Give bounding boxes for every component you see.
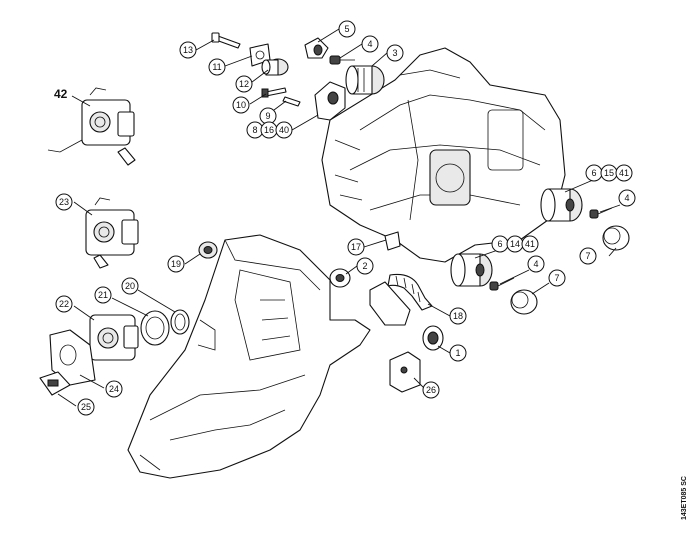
- svg-text:15: 15: [604, 168, 614, 178]
- svg-text:20: 20: [125, 281, 135, 291]
- callout-4-right: 4: [618, 189, 636, 207]
- svg-text:7: 7: [585, 251, 590, 261]
- callout-7-lower: 7: [548, 269, 566, 287]
- callout-22: 22: [55, 295, 73, 313]
- part-2-ring: [329, 268, 351, 288]
- svg-text:41: 41: [525, 239, 535, 249]
- svg-text:14: 14: [510, 239, 520, 249]
- callout-3: 3: [386, 44, 404, 62]
- svg-text:4: 4: [367, 39, 372, 49]
- svg-text:7: 7: [554, 273, 559, 283]
- callout-5: 5: [338, 20, 356, 38]
- part-4-screw-lower: [489, 277, 515, 291]
- part-7-cap-lower: [510, 289, 538, 315]
- svg-text:13: 13: [183, 45, 193, 55]
- crankcase: [321, 47, 566, 263]
- handle-housing: [127, 234, 371, 479]
- svg-text:5: 5: [344, 24, 349, 34]
- svg-text:11: 11: [212, 62, 221, 72]
- part-4-screw-right: [589, 207, 613, 219]
- part-24-gasket: [49, 329, 96, 386]
- callout-2: 2: [356, 257, 374, 275]
- part-10-screw: [261, 87, 287, 98]
- callout-19: 19: [167, 255, 185, 273]
- svg-text:26: 26: [426, 385, 436, 395]
- part-1-ring: [422, 325, 444, 351]
- callout-13: 13: [179, 41, 197, 59]
- svg-text:41: 41: [619, 168, 629, 178]
- callout-21: 21: [94, 286, 112, 304]
- leader-lines: [57, 28, 621, 407]
- callout-14: 14: [506, 235, 524, 253]
- part-6-buffer-lower: [450, 253, 493, 287]
- part-20-ring: [170, 309, 190, 335]
- callout-25: 25: [77, 398, 95, 416]
- part-26-block: [389, 351, 421, 393]
- svg-text:23: 23: [59, 197, 69, 207]
- svg-text:6: 6: [591, 168, 596, 178]
- part-8-bearing: [314, 81, 346, 121]
- part-22-carburetor: [89, 314, 139, 361]
- svg-text:17: 17: [351, 242, 361, 252]
- part-17-plug: [384, 231, 401, 251]
- part-25-block: [39, 371, 71, 396]
- svg-text:9: 9: [265, 111, 270, 121]
- part-21-gasket: [140, 310, 170, 346]
- part-4-screw-top: [329, 55, 355, 65]
- svg-text:3: 3: [392, 48, 397, 58]
- svg-text:22: 22: [59, 299, 69, 309]
- callout-6-upper: 6: [585, 164, 603, 182]
- part-5-bush: [304, 37, 329, 59]
- svg-text:18: 18: [453, 311, 463, 321]
- part-23-carburetor: [85, 197, 139, 269]
- part-7-cap-upper: [602, 225, 630, 251]
- part-3-buffer: [345, 65, 385, 95]
- callout-17: 17: [347, 238, 365, 256]
- callout-23: 23: [55, 193, 73, 211]
- svg-text:40: 40: [279, 125, 289, 135]
- callout-4-lower: 4: [527, 255, 545, 273]
- part-12-sleeve: [261, 58, 289, 76]
- callout-1: 1: [449, 344, 467, 362]
- callout-6-lower: 6: [491, 235, 509, 253]
- callout-26: 26: [422, 381, 440, 399]
- callout-11: 11: [208, 58, 226, 76]
- callout-40: 40: [275, 121, 293, 139]
- svg-text:4: 4: [533, 259, 538, 269]
- svg-text:6: 6: [497, 239, 502, 249]
- part-9-pin: [282, 96, 301, 107]
- part-13-screw: [211, 32, 241, 49]
- callout-4-top: 4: [361, 35, 379, 53]
- svg-text:25: 25: [81, 402, 91, 412]
- callout-10: 10: [232, 96, 250, 114]
- svg-text:24: 24: [109, 384, 119, 394]
- part-6-buffer-upper: [540, 188, 583, 222]
- callout-18: 18: [449, 307, 467, 325]
- callout-24: 24: [105, 380, 123, 398]
- callout-20: 20: [121, 277, 139, 295]
- svg-text:19: 19: [171, 259, 181, 269]
- callout-41-upper: 41: [615, 164, 633, 182]
- label-42: 42: [54, 87, 68, 101]
- svg-text:16: 16: [264, 125, 274, 135]
- svg-text:8: 8: [252, 125, 257, 135]
- callout-7-upper: 7: [579, 247, 597, 265]
- callout-15: 15: [600, 164, 618, 182]
- svg-text:21: 21: [98, 290, 108, 300]
- part-18-hose: [369, 273, 433, 326]
- callout-41-lower: 41: [521, 235, 539, 253]
- callout-16: 16: [260, 121, 278, 139]
- svg-text:2: 2: [362, 261, 367, 271]
- callout-12: 12: [235, 75, 253, 93]
- svg-text:12: 12: [239, 79, 249, 89]
- svg-text:4: 4: [624, 193, 629, 203]
- part-42-carburetor: [47, 87, 136, 166]
- svg-text:10: 10: [236, 100, 246, 110]
- drawing-code: 143ET085 SC: [681, 476, 688, 520]
- svg-text:1: 1: [455, 348, 460, 358]
- part-19-grommet: [198, 241, 218, 259]
